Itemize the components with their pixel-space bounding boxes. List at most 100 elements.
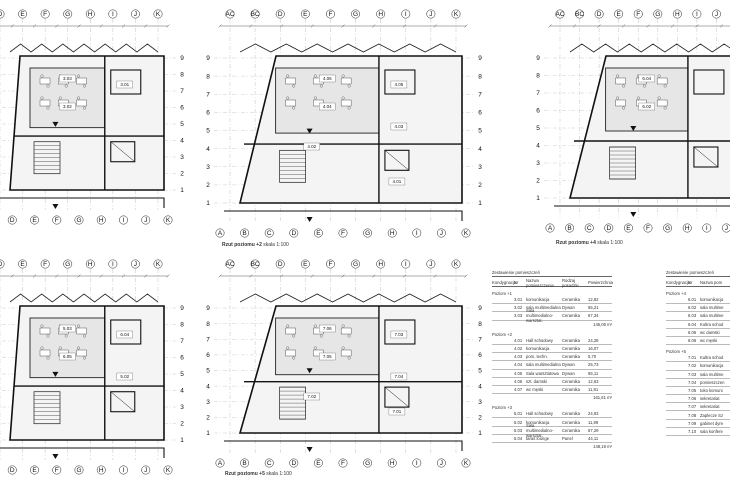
axis-label-top: D	[0, 11, 3, 18]
row-label-right: 9	[180, 55, 184, 62]
table	[340, 327, 352, 335]
chair	[286, 96, 290, 100]
room-tag-box	[390, 372, 408, 381]
table	[39, 99, 51, 107]
axis-bubble-bottom	[436, 228, 446, 238]
lift-shaft	[384, 149, 410, 171]
table-cell: 7.09	[688, 420, 697, 426]
row-label-right: 2	[180, 171, 184, 178]
dimension-tick	[433, 274, 437, 278]
row-label-right: 4	[180, 388, 184, 395]
axis-label-bottom: D	[291, 230, 296, 237]
chair	[40, 324, 44, 328]
table-cell: Ceramika	[562, 313, 580, 319]
axis-label-top: J	[715, 11, 718, 18]
staircase	[33, 391, 61, 425]
room-tag: 4.02	[307, 144, 316, 149]
chair	[616, 74, 620, 78]
row-label-right: 1	[478, 200, 482, 207]
room-tag-box	[319, 352, 336, 361]
room-tag-box	[388, 177, 406, 186]
room-tag-box	[390, 122, 408, 131]
axis-bubble-bottom	[7, 465, 17, 475]
axis-bubble-top	[325, 259, 335, 269]
section-marker	[306, 447, 313, 452]
axis-label-bottom: I	[123, 467, 125, 474]
table-group-row: Poziom +5	[666, 345, 730, 354]
axis-bubble-bottom	[163, 465, 173, 475]
row-label-right: 6	[180, 355, 184, 362]
axis-bubble-bottom	[387, 228, 397, 238]
room-tag-box	[59, 102, 76, 111]
dimension-tick	[32, 24, 37, 28]
dimension-tick	[341, 274, 345, 278]
axis-label-top: K	[156, 11, 161, 18]
axis-bubble-bottom	[313, 228, 323, 238]
row-label-left: 2	[206, 182, 210, 189]
table-cell: Dywan	[562, 370, 575, 376]
table-cell: taras lounge	[526, 435, 550, 441]
axis-label-bottom: B	[242, 230, 246, 237]
facade-truss	[9, 43, 159, 53]
chair	[40, 96, 44, 100]
axis-label-bottom: I	[706, 225, 708, 232]
row-label-right: 4	[180, 138, 184, 145]
dimension-tick	[77, 24, 81, 28]
dimension-tick	[433, 24, 437, 28]
axis-label-bottom: J	[440, 460, 443, 467]
axis-label-bottom: D	[10, 217, 15, 224]
table-cell: 7.02	[688, 363, 697, 369]
table-cell: 11,89	[588, 419, 599, 425]
axis-bubble-bottom	[52, 465, 62, 475]
table-cell: Ceramika	[562, 427, 580, 433]
table-cell: 4.06	[514, 378, 523, 384]
axis-label-bottom: F	[341, 230, 345, 237]
table-cell: Ceramika	[562, 346, 580, 352]
axis-bubble-bottom	[436, 458, 446, 468]
table-cell: 12,82	[588, 297, 599, 303]
section-marker	[306, 217, 313, 222]
axis-label-bottom: G	[76, 217, 81, 224]
axis-bubble-bottom	[289, 228, 299, 238]
chair	[663, 84, 667, 88]
table-cell: 6.02	[688, 305, 697, 311]
table-cell: 5.02	[514, 419, 523, 425]
table-cell: Sala multimedialno-warsztat.	[526, 422, 554, 438]
dimension-tick	[341, 24, 345, 28]
terrace-edge	[224, 440, 463, 451]
axis-label-bottom: B	[242, 460, 246, 467]
floor-plan-p1: DEFGHIJKCDEFGHIJK9876543213.033.023.01	[0, 9, 184, 225]
axis-label-top: G	[65, 11, 70, 18]
table-cell: pom. techn.	[526, 354, 548, 360]
table-cell: Ceramika	[562, 297, 580, 303]
table-cell: szt. damski	[526, 378, 547, 384]
room-tag-box	[319, 324, 336, 333]
chair	[77, 96, 80, 100]
table-cell: 67,29	[588, 427, 599, 433]
axis-bubble-top	[18, 259, 28, 269]
table-cell: Ceramika	[562, 337, 580, 343]
table-cell: 16,07	[588, 346, 599, 352]
axis-bubble-top	[108, 259, 118, 269]
axis-label-bottom: A	[548, 225, 553, 232]
staircase	[609, 146, 636, 180]
table-cell: 7.01	[688, 355, 697, 361]
row-label-left: 8	[536, 73, 540, 80]
axis-label-bottom: A	[218, 230, 223, 237]
room-tag: 3.03	[63, 76, 72, 81]
row-label-right: 9	[180, 305, 184, 312]
section-marker	[52, 121, 59, 127]
table-cell: 65,11	[588, 370, 599, 376]
row-label-left: 6	[206, 110, 210, 117]
axis-label-bottom: F	[55, 467, 59, 474]
axis-bubble-bottom	[412, 458, 422, 468]
row-label-right: 6	[478, 110, 482, 117]
chair	[313, 74, 317, 78]
axis-label-bottom: B	[567, 225, 571, 232]
row-label-right: 1	[180, 437, 184, 444]
facade-truss	[9, 293, 159, 303]
